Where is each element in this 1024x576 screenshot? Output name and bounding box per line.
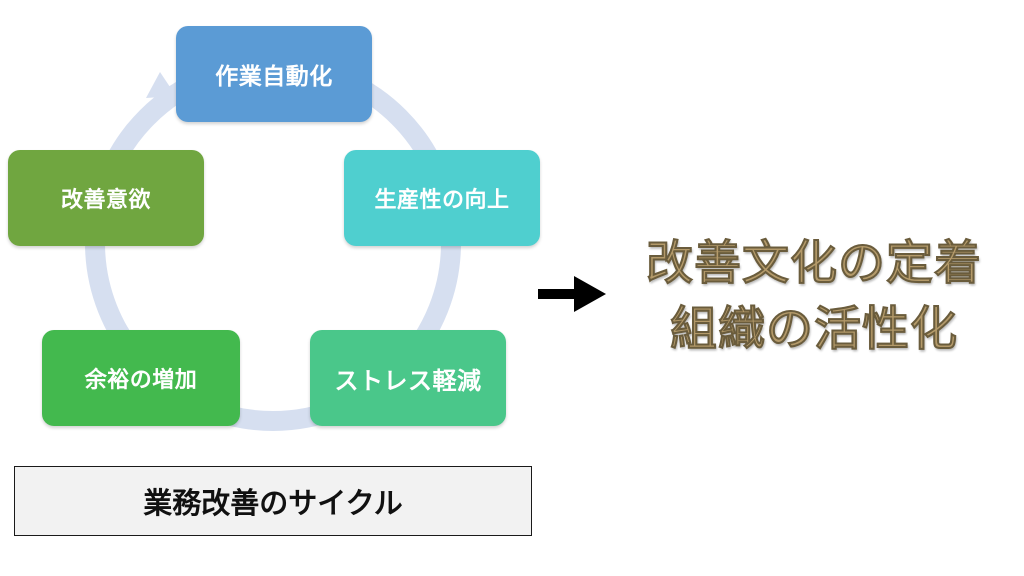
- cycle-node-motivation: 改善意欲: [8, 150, 204, 246]
- cycle-node-label: 改善意欲: [60, 188, 151, 213]
- right-arrow-icon: [538, 276, 606, 312]
- cycle-caption-text: 業務改善のサイクル: [143, 486, 403, 520]
- cycle-node-label: 作業自動化: [215, 64, 333, 90]
- cycle-node-label: ストレス軽減: [334, 366, 482, 395]
- cycle-node-label: 余裕の増加: [84, 368, 198, 393]
- cycle-node-automation: 作業自動化: [176, 26, 372, 122]
- cycle-arrowhead-icon: [146, 72, 176, 98]
- result-text-activation: 組織の活性化: [670, 302, 958, 358]
- cycle-node-label: 生産性の向上: [374, 188, 510, 213]
- cycle-node-stress-reduction: ストレス軽減: [310, 330, 506, 426]
- result-text-culture: 改善文化の定着: [646, 236, 982, 292]
- cycle-node-productivity: 生産性の向上: [344, 150, 540, 246]
- cycle-node-more-margin: 余裕の増加: [42, 330, 240, 426]
- cycle-caption-box: 業務改善のサイクル: [14, 466, 532, 536]
